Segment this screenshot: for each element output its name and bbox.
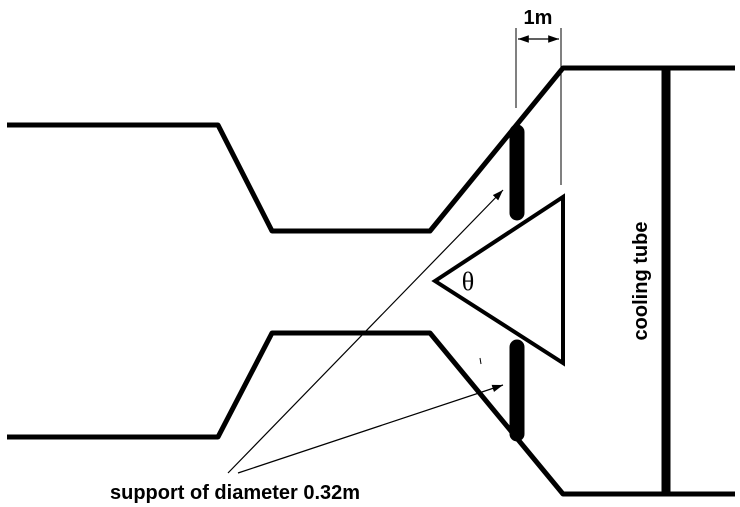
leader-line-lower	[237, 384, 504, 474]
angle-label: θ	[462, 267, 474, 296]
small-tick-mark	[479, 357, 482, 365]
leader-line-upper	[227, 189, 504, 474]
triangle-body	[431, 193, 565, 367]
upper-duct-wall	[7, 65, 735, 234]
cooling-tube-label: cooling tube	[630, 222, 652, 341]
lower-duct-wall	[7, 330, 735, 497]
dimension-label: 1m	[524, 7, 553, 29]
support-label: support of diameter 0.32m	[110, 482, 360, 504]
